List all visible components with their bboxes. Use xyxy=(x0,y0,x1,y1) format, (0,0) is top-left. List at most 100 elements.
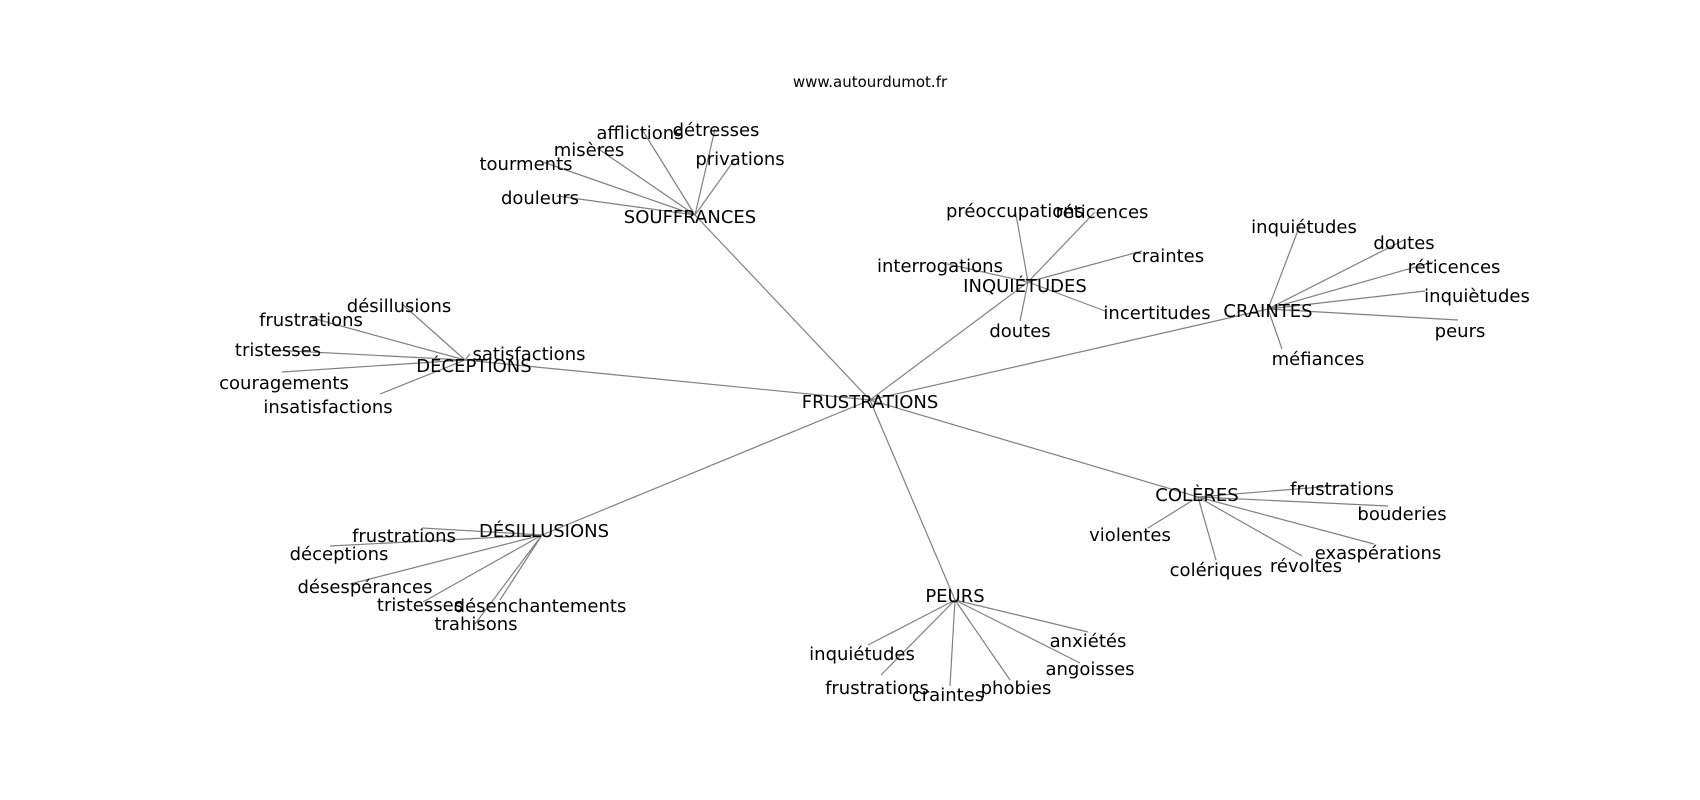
child-node-label: privations xyxy=(695,149,784,170)
edge-branch-0-child-5 xyxy=(556,195,696,216)
child-node-label: tristesses xyxy=(235,340,321,361)
edge-branch-1-child-4 xyxy=(1027,281,1106,312)
child-node-label: misères xyxy=(554,140,624,161)
child-node-label: craintes xyxy=(912,685,984,706)
child-node-label: révoltes xyxy=(1270,556,1342,577)
branch-node-label: COLÈRES xyxy=(1155,484,1238,506)
edge-root-1 xyxy=(869,281,1029,401)
child-node-label: détresses xyxy=(673,120,760,141)
edge-branch-3-child-2 xyxy=(464,353,471,361)
child-node-label: afflictions xyxy=(596,123,683,144)
child-node-label: incertitudes xyxy=(1103,303,1210,324)
child-node-label: frustrations xyxy=(259,310,363,331)
edge-branch-0-child-4 xyxy=(694,158,736,216)
child-node-label: désillusions xyxy=(347,296,451,317)
source-watermark: www.autourdumot.fr xyxy=(793,73,948,91)
child-node-label: peurs xyxy=(1435,321,1486,342)
child-node-label: inquiètudes xyxy=(1424,286,1530,307)
branch-node-label: DÉCEPTIONS xyxy=(416,355,531,377)
child-node-label: frustrations xyxy=(352,526,456,547)
child-node-label: frustrations xyxy=(825,678,929,699)
edge-branch-1-child-2 xyxy=(1027,250,1143,283)
edge-branch-6-child-2 xyxy=(867,599,956,646)
edge-branch-4-child-1 xyxy=(1197,496,1389,507)
edge-branch-1-child-0 xyxy=(1014,208,1029,283)
child-node-label: doutes xyxy=(1373,233,1434,254)
edge-branch-4-child-0 xyxy=(1197,484,1347,498)
child-node-label: désespérances xyxy=(297,577,432,598)
edge-branch-3-child-5 xyxy=(379,359,466,395)
edge-root-5 xyxy=(541,399,871,536)
child-node-label: méfiances xyxy=(1272,349,1365,370)
branch-node-label: SOUFFRANCES xyxy=(624,207,756,228)
edge-branch-6-child-1 xyxy=(954,599,1081,664)
branch-node-label: CRAINTES xyxy=(1223,301,1312,322)
edge-branch-4-child-3 xyxy=(1197,496,1375,545)
child-node-label: craintes xyxy=(1132,246,1204,267)
child-node-label: violentes xyxy=(1089,525,1171,546)
child-node-label: réticences xyxy=(1056,202,1149,223)
child-node-label: inquiétudes xyxy=(1251,217,1357,238)
child-node-label: satisfactions xyxy=(473,344,586,365)
edge-branch-2-child-5 xyxy=(1267,308,1283,350)
child-node-label: exaspérations xyxy=(1315,543,1442,564)
branch-node-label: INQUIÉTUDES xyxy=(963,275,1087,297)
edge-branch-4-child-4 xyxy=(1197,496,1303,557)
edge-branch-6-child-0 xyxy=(954,599,1089,633)
child-node-label: douleurs xyxy=(501,188,579,209)
edge-branch-2-child-1 xyxy=(1267,239,1405,310)
edge-branch-3-child-3 xyxy=(271,349,466,361)
edge-branch-6-child-3 xyxy=(880,599,956,676)
child-node-label: insatisfactions xyxy=(263,397,392,418)
child-node-label: inquiétudes xyxy=(809,644,915,665)
edge-branch-1-child-3 xyxy=(946,263,1029,283)
child-node-label: tristesses xyxy=(377,595,463,616)
child-node-label: trahisons xyxy=(434,614,517,635)
edge-branch-5-child-1 xyxy=(329,534,543,547)
edge-branch-1-child-5 xyxy=(1019,281,1029,322)
edge-branch-3-child-1 xyxy=(311,317,466,361)
edge-root-2 xyxy=(869,308,1269,401)
branch-node-label: DÉSILLUSIONS xyxy=(479,520,609,542)
child-node-label: colériques xyxy=(1170,560,1263,581)
child-node-label: doutes xyxy=(989,321,1050,342)
child-node-label: anxiétés xyxy=(1050,631,1127,652)
child-node-label: tourments xyxy=(479,154,572,175)
child-node-label: phobies xyxy=(981,678,1052,699)
edge-branch-0-child-1 xyxy=(694,128,716,216)
edge-branch-5-child-2 xyxy=(349,534,543,585)
edge-branch-4-child-2 xyxy=(1147,496,1199,529)
edge-branch-5-child-0 xyxy=(421,527,543,536)
child-node-label: frustrations xyxy=(1290,479,1394,500)
child-node-label: préoccupations xyxy=(946,201,1084,222)
edge-branch-5-child-3 xyxy=(422,534,543,603)
root-node-label: FRUSTRATIONS xyxy=(802,392,939,413)
child-node-label: réticences xyxy=(1408,257,1501,278)
edge-branch-3-child-4 xyxy=(281,359,466,373)
edge-branch-2-child-2 xyxy=(1267,261,1434,310)
edge-branch-4-child-5 xyxy=(1197,496,1217,561)
graph-edges xyxy=(271,128,1459,687)
edge-branch-0-child-0 xyxy=(642,130,696,216)
edge-root-6 xyxy=(869,399,956,601)
edge-branch-1-child-1 xyxy=(1027,211,1096,283)
child-node-label: interrogations xyxy=(877,256,1003,277)
edge-branch-2-child-0 xyxy=(1267,224,1301,310)
child-node-label: angoisses xyxy=(1045,659,1134,680)
branch-node-label: PEURS xyxy=(925,586,984,607)
edge-branch-0-child-3 xyxy=(542,161,696,216)
edge-branch-0-child-2 xyxy=(596,147,696,216)
edge-branch-5-child-5 xyxy=(474,534,543,625)
child-node-label: désenchantements xyxy=(454,596,627,617)
edge-branch-6-child-4 xyxy=(954,599,1011,681)
child-node-label: bouderies xyxy=(1357,504,1446,525)
edge-branch-2-child-3 xyxy=(1267,290,1426,310)
edge-root-3 xyxy=(464,359,871,401)
edge-branch-2-child-4 xyxy=(1267,308,1459,321)
edge-root-4 xyxy=(869,399,1199,498)
edge-branch-6-child-5 xyxy=(949,599,956,687)
edge-branch-5-child-4 xyxy=(499,534,543,601)
edge-root-0 xyxy=(694,214,871,401)
